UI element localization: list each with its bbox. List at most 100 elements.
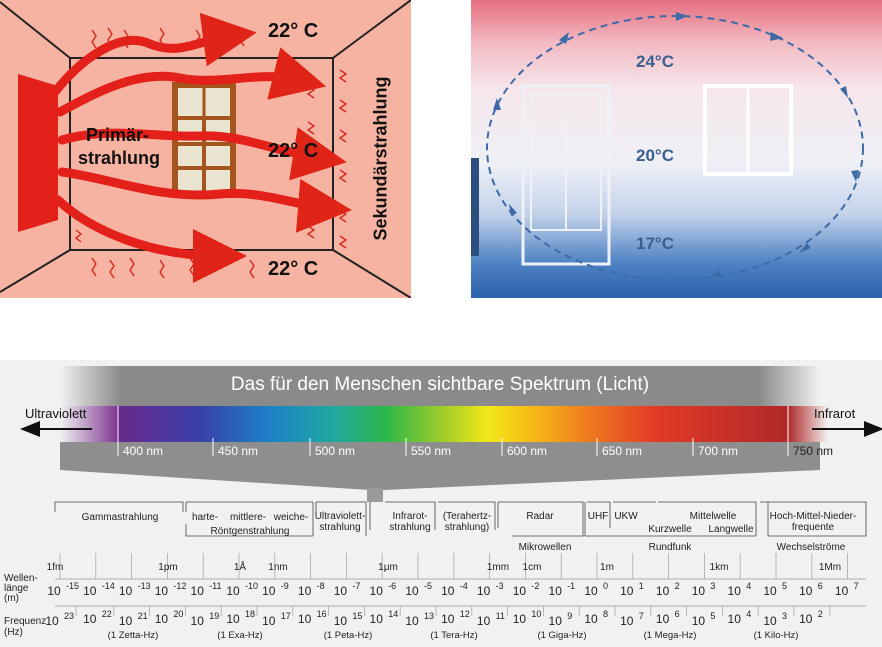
wavelength-base: 10 bbox=[298, 584, 312, 598]
spectrum-category-label: Langwelle bbox=[708, 524, 753, 535]
spectrum-category-label: Gammastrahlung bbox=[82, 512, 159, 523]
convection-loop bbox=[486, 15, 864, 281]
length-mark-label: 1nm bbox=[268, 562, 287, 573]
heater-icon bbox=[18, 74, 58, 232]
nm-tick-label: 450 nm bbox=[218, 444, 258, 458]
spectrum-category-label: strahlung bbox=[319, 522, 360, 533]
ultraviolet-label: Ultraviolett bbox=[25, 406, 87, 421]
nm-tick-label: 600 nm bbox=[507, 444, 547, 458]
frequency-unit-label: (1 Kilo-Hz) bbox=[754, 630, 799, 641]
wavelength-base: 10 bbox=[334, 584, 348, 598]
frequency-base: 10 bbox=[155, 612, 169, 626]
frequency-exponent: 13 bbox=[424, 611, 434, 621]
temp-label-bottom: 22° C bbox=[268, 258, 319, 280]
frequency-base: 10 bbox=[477, 614, 491, 628]
frequency-exponent: 18 bbox=[245, 609, 255, 619]
spectrum-category-label: Kurzwelle bbox=[648, 524, 692, 535]
frequency-unit-label: (1 Giga-Hz) bbox=[537, 630, 586, 641]
spectrum-category-label: Infrarot- bbox=[392, 511, 427, 522]
wavelength-exponent: -9 bbox=[281, 581, 289, 591]
frequency-exponent: 7 bbox=[639, 611, 644, 621]
temp-label-top: 22° C bbox=[268, 20, 319, 42]
primary-radiation-arrows bbox=[50, 12, 352, 283]
frequency-exponent: 5 bbox=[710, 611, 715, 621]
wavelength-exponent: -11 bbox=[209, 581, 221, 591]
wavelength-exponent: -7 bbox=[352, 581, 360, 591]
wavelength-base: 10 bbox=[262, 584, 276, 598]
category-brackets bbox=[54, 501, 867, 537]
convection-arrows bbox=[493, 12, 859, 277]
wavelength-base: 10 bbox=[799, 584, 813, 598]
frequency-base: 10 bbox=[298, 612, 312, 626]
wavelength-exponent: 6 bbox=[818, 581, 823, 591]
wavelength-base: 10 bbox=[83, 584, 97, 598]
frequency-base: 10 bbox=[620, 614, 634, 628]
frequency-base: 10 bbox=[45, 614, 59, 628]
wavelength-base: 10 bbox=[441, 584, 455, 598]
length-mark-label: 1m bbox=[600, 562, 614, 573]
temp-label-bottom: 17°C bbox=[636, 234, 674, 253]
frequency-base: 10 bbox=[119, 614, 133, 628]
nm-tick-label: 650 nm bbox=[602, 444, 642, 458]
wavelength-base: 10 bbox=[835, 584, 849, 598]
frequency-base: 10 bbox=[370, 612, 384, 626]
frequency-exponent: 20 bbox=[173, 609, 183, 619]
frequency-base: 10 bbox=[728, 612, 742, 626]
spectrum-category-label: Mittelwelle bbox=[690, 511, 737, 522]
nm-tick-label: 700 nm bbox=[698, 444, 738, 458]
frequency-exponent: 16 bbox=[317, 609, 327, 619]
spectrum-category-label: frequente bbox=[792, 522, 835, 533]
frequency-exponent: 11 bbox=[496, 611, 505, 621]
spectrum-category-label: Ultraviolett- bbox=[315, 511, 366, 522]
length-mark-label: 1fm bbox=[47, 562, 64, 573]
wavelength-base: 10 bbox=[370, 584, 384, 598]
wavelength-base: 10 bbox=[155, 584, 169, 598]
secondary-label: Sekundärstrahlung bbox=[370, 76, 391, 241]
frequency-exponent: 21 bbox=[138, 611, 148, 621]
wavelength-base: 10 bbox=[549, 584, 563, 598]
frequency-label-line: Frequenz bbox=[4, 616, 47, 627]
frequency-exponent: 12 bbox=[460, 609, 470, 619]
wavelength-exponent: -8 bbox=[317, 581, 325, 591]
nm-tick-label: 400 nm bbox=[123, 444, 163, 458]
wavelength-exponent: 0 bbox=[603, 581, 608, 591]
wavelength-base: 10 bbox=[763, 584, 777, 598]
spectrum-category-label: UKW bbox=[614, 511, 638, 522]
spectrum-category-label: strahlung) bbox=[445, 522, 489, 533]
wavelength-exponent: -4 bbox=[460, 581, 468, 591]
frequency-base: 10 bbox=[799, 612, 813, 626]
temp-label-mid: 20°C bbox=[636, 146, 674, 165]
frequency-base: 10 bbox=[656, 612, 670, 626]
length-mark-label: 1pm bbox=[158, 562, 177, 573]
frequency-base: 10 bbox=[763, 614, 777, 628]
frequency-exponent: 9 bbox=[567, 611, 572, 621]
spectrum-title: Das für den Menschen sichtbare Spektrum … bbox=[230, 374, 650, 395]
wavelength-base: 10 bbox=[692, 584, 706, 598]
wavelength-label-line: länge bbox=[4, 583, 29, 594]
wavelength-exponent: -13 bbox=[138, 581, 151, 591]
wavelength-axis-label: Wellen- länge (m) bbox=[4, 574, 38, 604]
frequency-unit-label: (1 Tera-Hz) bbox=[430, 630, 477, 641]
spectrum-category-label: Wechselströme bbox=[777, 542, 846, 553]
length-mark-label: 1μm bbox=[378, 562, 398, 573]
spectrum-category-label: Röntgenstrahlung bbox=[211, 526, 290, 537]
frequency-base: 10 bbox=[334, 614, 348, 628]
length-mark-label: 1km bbox=[710, 562, 729, 573]
frequency-exponent: 22 bbox=[102, 609, 112, 619]
wavelength-base: 10 bbox=[584, 584, 598, 598]
frequency-base: 10 bbox=[584, 612, 598, 626]
frequency-axis-label: Frequenz (Hz) bbox=[4, 616, 46, 638]
wavelength-exponent: 1 bbox=[639, 581, 644, 591]
frequency-base: 10 bbox=[262, 614, 276, 628]
spectrum-category-label: Radar bbox=[526, 511, 554, 522]
wavelength-base: 10 bbox=[119, 584, 133, 598]
frequency-label-line: (Hz) bbox=[4, 627, 23, 638]
spectrum-category-label: harte- bbox=[192, 512, 218, 523]
wavelength-exponent: 2 bbox=[675, 581, 680, 591]
wavelength-base: 10 bbox=[656, 584, 670, 598]
wavelength-exponent: -10 bbox=[245, 581, 258, 591]
infrared-label: Infrarot bbox=[814, 406, 856, 421]
wavelength-exponent: -2 bbox=[531, 581, 539, 591]
